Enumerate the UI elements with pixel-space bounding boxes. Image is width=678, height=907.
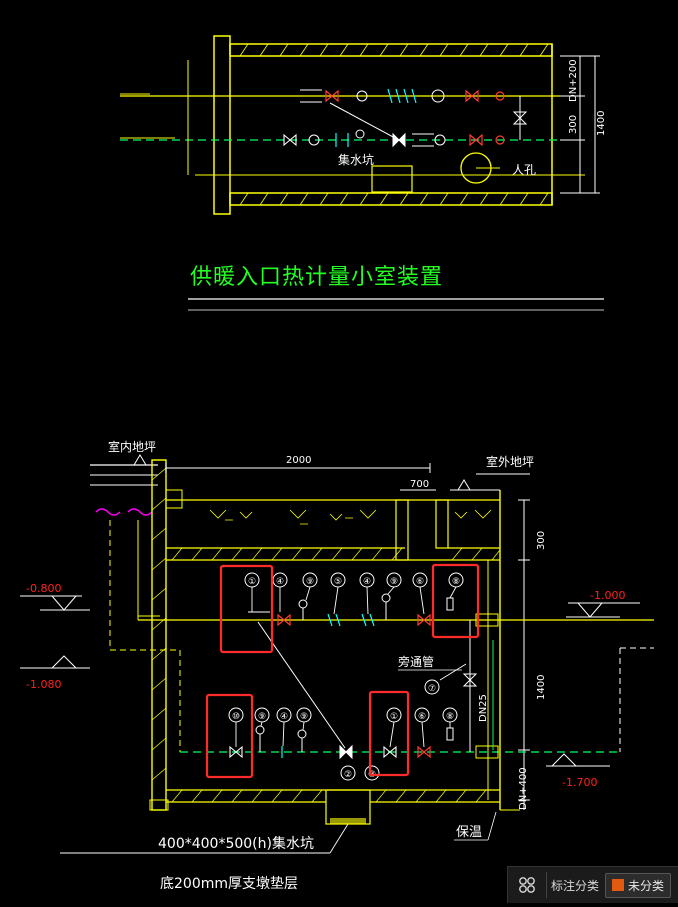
- svg-text:-1.080: -1.080: [26, 678, 61, 691]
- callout-top-4: ⑤: [334, 577, 342, 587]
- dim-dn25: DN25: [478, 694, 489, 722]
- annotation-category-label: 标注分类: [551, 878, 600, 893]
- fitting-icon: [495, 91, 505, 101]
- callout-bottom-1: ⑩: [232, 712, 240, 722]
- dim-700: 700: [410, 479, 429, 490]
- valve-icon: [325, 89, 339, 103]
- section-upper-fittings: [248, 593, 499, 627]
- meter-icon: [431, 89, 445, 103]
- indoor-ground-label: 室内地坪: [108, 439, 156, 454]
- category-color-swatch: [612, 879, 625, 891]
- elev-marker-b: -1.080: [20, 655, 90, 691]
- uncategorized-tag-button[interactable]: 未分类: [605, 872, 672, 898]
- plan-wall-hatch: [239, 43, 549, 206]
- break-line-magenta: [95, 508, 153, 516]
- callout-top-2: ④: [276, 577, 284, 587]
- plan-dim-dn200: DN+200: [568, 59, 579, 102]
- gauge-icon: [308, 134, 320, 146]
- callouts-top: ① ④ ⑨ ⑤ ④ ⑨ ⑥ ⑧: [244, 572, 464, 588]
- valve-icon: [417, 613, 431, 627]
- callout-bottom-6: ⑥: [418, 712, 426, 722]
- plan-dim-300: 300: [568, 115, 579, 134]
- valve-icon: [383, 745, 397, 759]
- balance-valve-icon: [339, 744, 353, 760]
- bypass-valve-icon: [462, 673, 478, 687]
- callout-bottom-7: ⑧: [446, 712, 454, 722]
- dim-300-right: 300: [536, 531, 547, 550]
- plan-manhole-label: 人孔: [512, 163, 536, 177]
- drawing-title: 供暖入口热计量小室装置: [190, 265, 443, 290]
- callout-bypass: ⑦: [428, 684, 436, 694]
- gauge-icon: [434, 134, 446, 146]
- sump-label: 400*400*500(h)集水坑: [158, 835, 314, 852]
- gauge-icon: [356, 90, 368, 102]
- bypass-label: 旁通管: [398, 654, 434, 669]
- dim-2000: 2000: [286, 455, 311, 466]
- highlight-box-3: [205, 693, 254, 779]
- plan-sump-box: [371, 165, 413, 193]
- callout-top-3: ⑨: [306, 577, 314, 587]
- uncategorized-tag-label: 未分类: [628, 878, 665, 893]
- callout-top-7: ⑥: [416, 577, 424, 587]
- callout-bottom-2: ⑨: [258, 712, 266, 722]
- callout-bottom-5: ①: [390, 712, 398, 722]
- callout-2: ②: [344, 770, 352, 780]
- section-lower-fittings: [229, 725, 499, 760]
- callout-bottom-4: ⑨: [300, 712, 308, 722]
- gauge-icon: [298, 599, 308, 609]
- callout-top-6: ⑨: [390, 577, 398, 587]
- valve-icon: [283, 133, 297, 147]
- plan-wall-left: [213, 35, 231, 215]
- svg-text:-1.700: -1.700: [562, 776, 597, 789]
- plan-right-dims: [560, 55, 600, 194]
- svg-text:-1.000: -1.000: [590, 589, 625, 602]
- gauge-icon: [255, 725, 265, 735]
- section-left-wall: [151, 459, 167, 811]
- dim-dn400: DN+400: [518, 767, 529, 810]
- plan-sump-label: 集水坑: [338, 152, 374, 167]
- highlight-box-4: [368, 690, 410, 777]
- section-view: 室内地坪 室外: [20, 439, 654, 892]
- highlight-box-1: [219, 564, 274, 654]
- highlight-boxes: [205, 563, 480, 779]
- elev-marker-a: -0.800: [20, 582, 90, 611]
- plan-return-fittings: [283, 102, 505, 148]
- plan-dim-1400: 1400: [596, 111, 607, 136]
- toolbar-divider: [546, 872, 547, 898]
- annotation-category-toolbar: 标注分类 未分类: [507, 866, 678, 903]
- filter-icon: [387, 88, 417, 104]
- balance-valve-icon: [392, 132, 406, 148]
- base-label: 底200mm厚支墩垫层: [160, 876, 298, 892]
- grid-icon[interactable]: [512, 870, 542, 900]
- valve-icon: [277, 613, 291, 627]
- valve-icon: [417, 745, 431, 759]
- insulation-label: 保温: [456, 825, 482, 840]
- callout-bottom-3: ④: [280, 712, 288, 722]
- callout-top-5: ④: [363, 577, 371, 587]
- callouts-bottom: ⑩ ⑨ ④ ⑨ ① ⑥ ⑧ ⑦ ② ③: [228, 679, 458, 781]
- elev-marker-d: -1.700: [546, 753, 610, 789]
- callout-top-1: ①: [248, 577, 256, 587]
- gauge-icon: [381, 593, 391, 603]
- callout-top-8: ⑧: [452, 577, 460, 587]
- valve-icon: [465, 89, 479, 103]
- top-plan-view: 集水坑 人孔 DN+200 300 1400: [120, 35, 607, 215]
- valve-icon: [229, 745, 243, 759]
- svg-text:-0.800: -0.800: [26, 582, 61, 595]
- bypass-valve-icon: [512, 111, 528, 125]
- elev-marker-c: -1.000: [566, 589, 640, 618]
- section-top-dims: [165, 463, 436, 491]
- gauge-icon: [297, 729, 307, 739]
- section-right-dims: [518, 499, 530, 810]
- plan-supply-fittings: [300, 88, 528, 140]
- outdoor-ground-label: 室外地坪: [486, 454, 534, 469]
- highlight-box-2: [431, 563, 480, 639]
- dim-1400-right: 1400: [536, 675, 547, 700]
- valve-icon: [469, 133, 483, 147]
